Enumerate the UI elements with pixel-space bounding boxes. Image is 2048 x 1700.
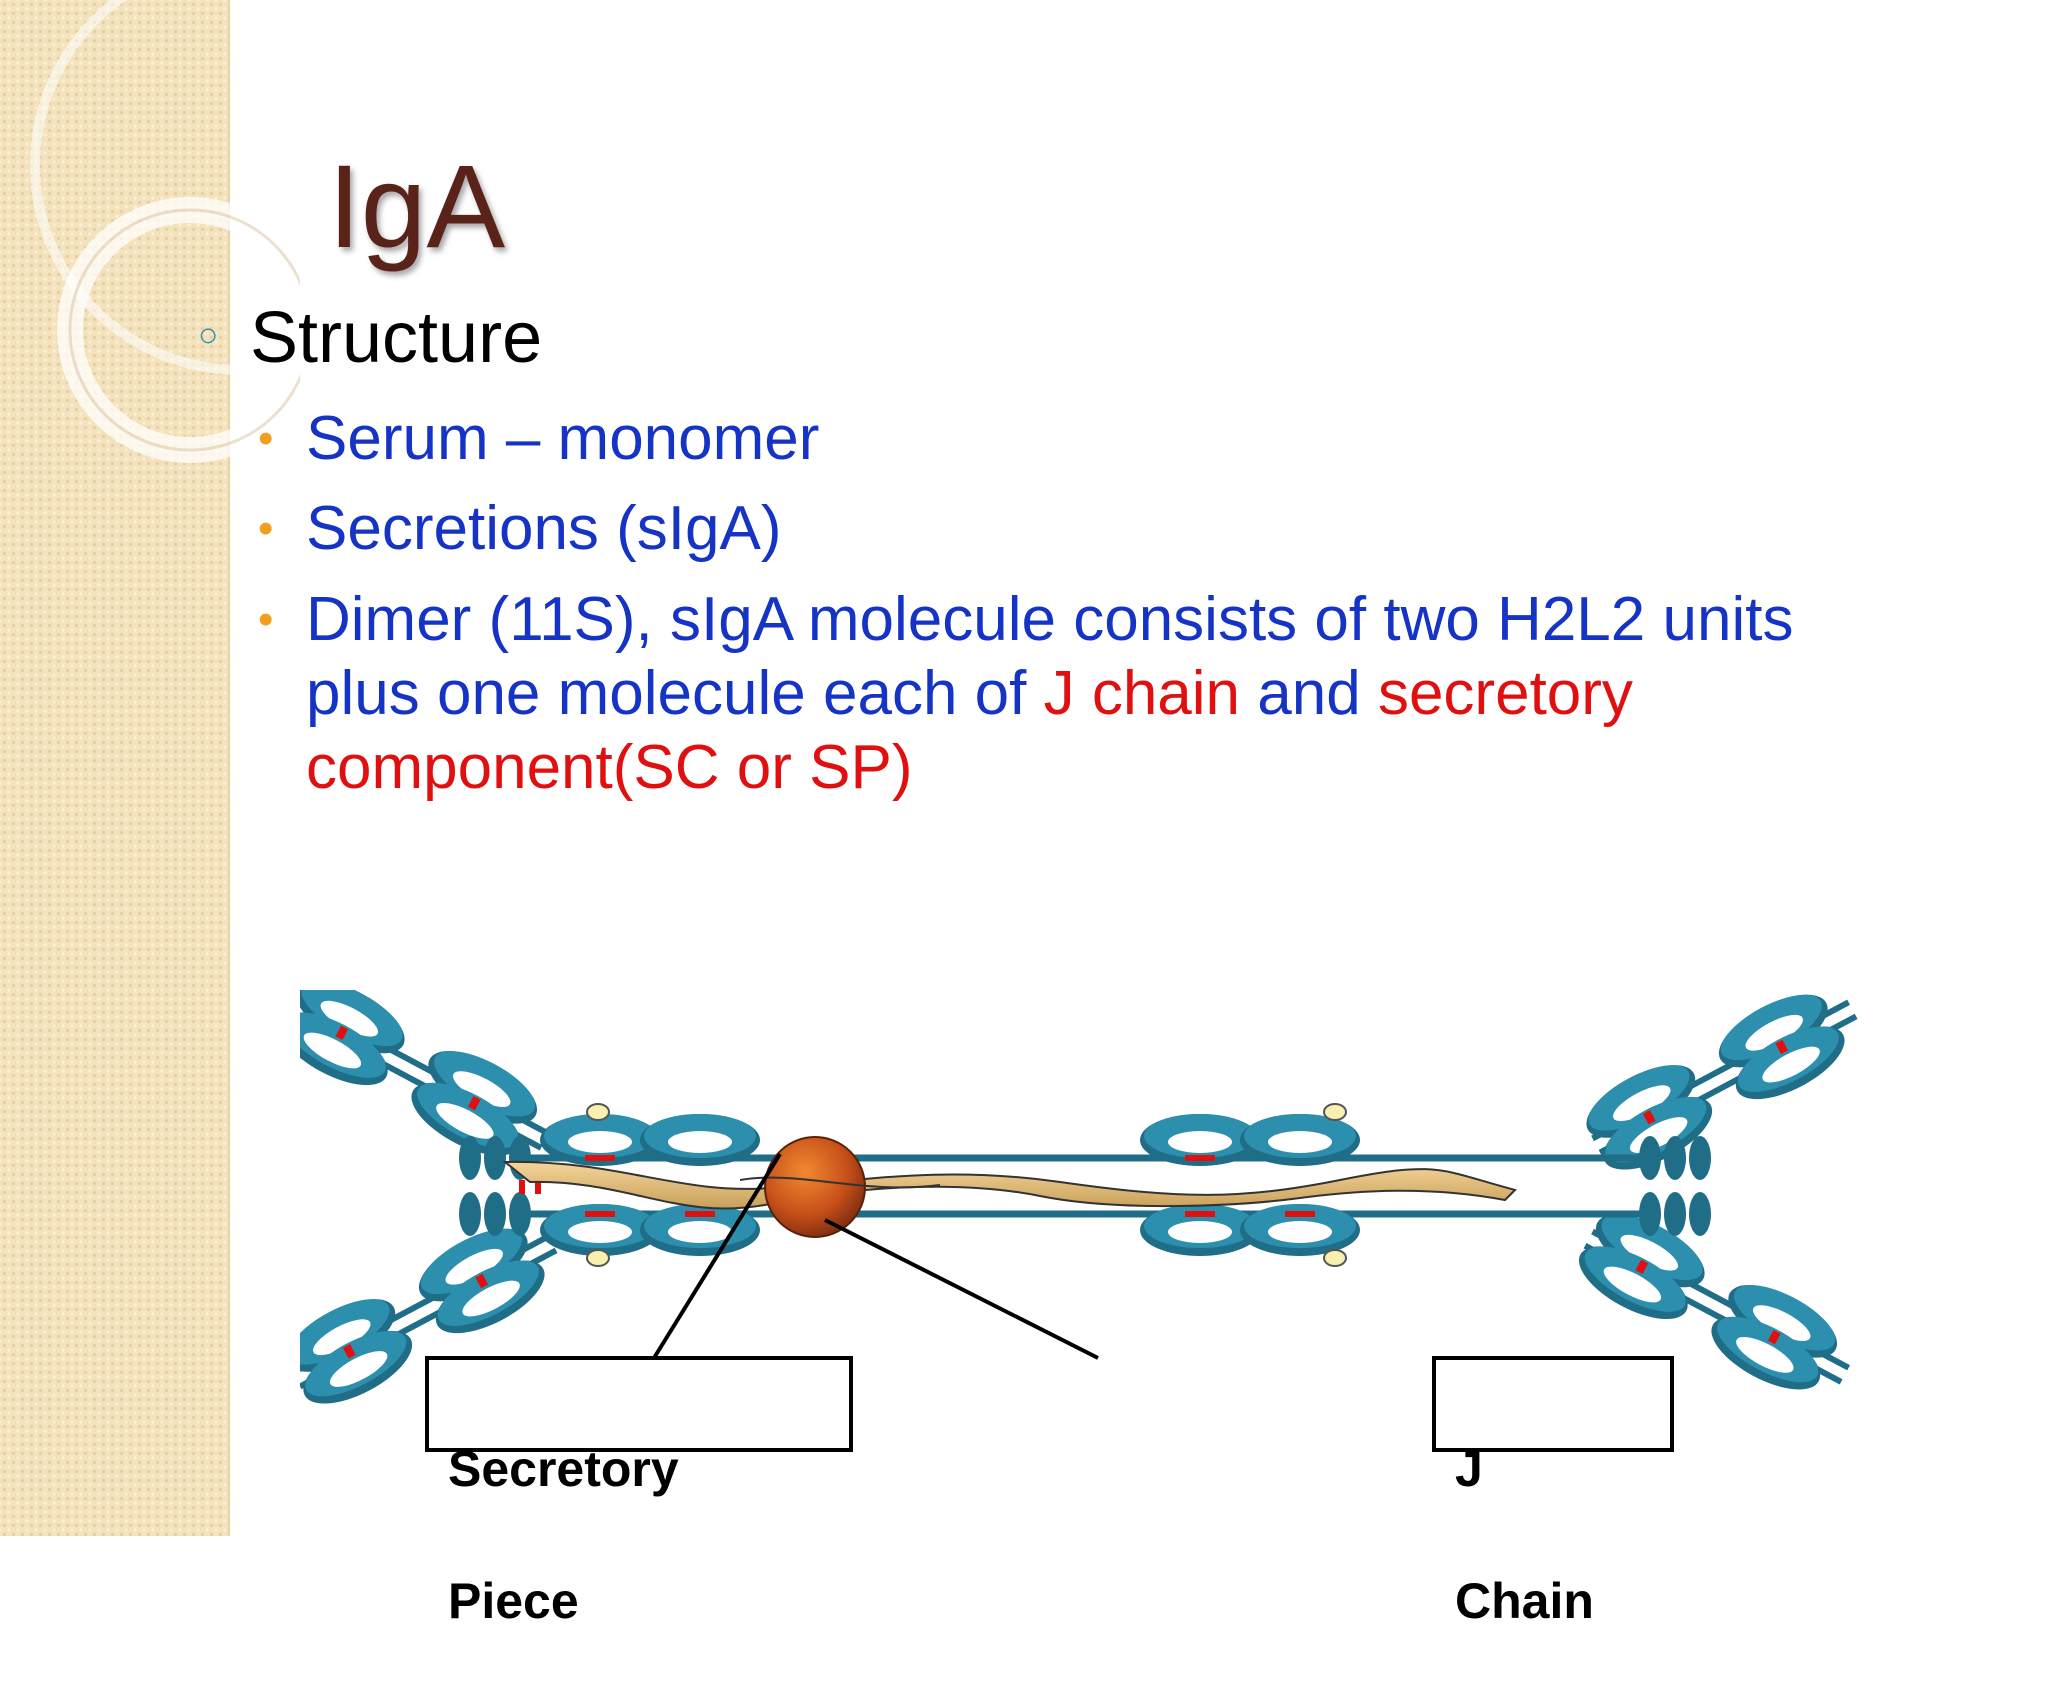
bullet-text: Serum – monomer (306, 404, 820, 473)
level1-bullet-icon: ○ (198, 316, 219, 354)
level1-heading: Structure (250, 298, 543, 378)
bullet-text: Secretions (sIgA) (306, 494, 782, 563)
j-chain-label-box (1432, 1356, 1674, 1452)
bullet-line-3: component(SC or SP) (306, 733, 913, 802)
siga-dimer-diagram (300, 990, 1860, 1536)
bullet-dot-icon: • (258, 504, 274, 553)
bullet-line-1: Dimer (11S), sIgA molecule consists of t… (306, 585, 1794, 654)
secretory-piece-label: Secretory Piece (448, 1441, 679, 1629)
bullet-text-multiline: Dimer (11S), sIgA molecule consists of t… (306, 583, 1793, 805)
secretory-piece-label-box (425, 1356, 853, 1452)
secretory-term: secretory (1377, 659, 1633, 728)
j-chain-term: J chain (1043, 659, 1241, 728)
bullet-dot-icon: • (258, 595, 274, 644)
bullet-line-2: plus one molecule each of J chain and se… (306, 659, 1633, 728)
decorative-sidebar (0, 0, 230, 1536)
bullet-dot-icon: • (258, 414, 274, 463)
j-chain-label: J Chain (1455, 1441, 1594, 1629)
slide-title: IgA (328, 141, 506, 273)
